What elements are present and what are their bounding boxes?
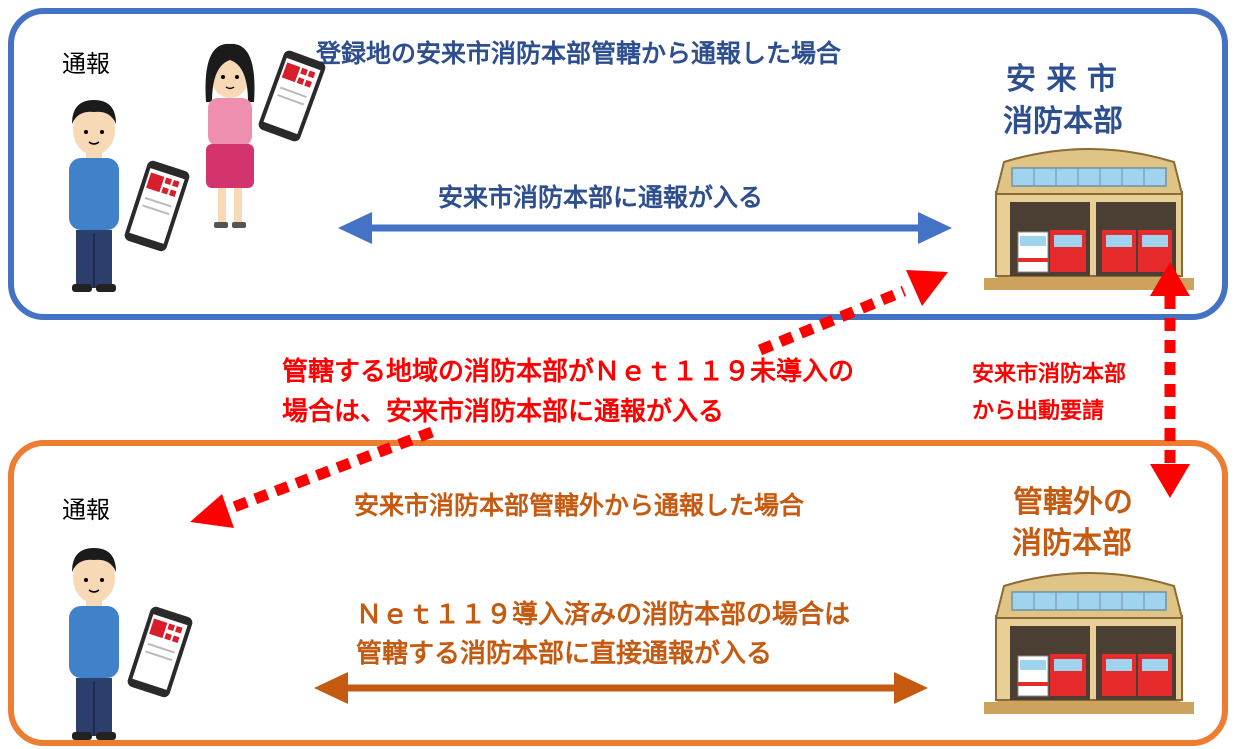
man-caller-icon [68, 547, 120, 741]
fallback-note-line1: 管轄する地域の消防本部がＮｅｔ１１９未導入の [282, 357, 855, 387]
top-panel [8, 8, 1228, 320]
fallback-dotted-arrow [190, 270, 948, 528]
top-heading: 登録地の安来市消防本部管轄から通報した場合 [316, 39, 842, 68]
bottom-arrow-label-line2: 管轄する消防本部に直接通報が入る [356, 639, 773, 669]
top-arrow-label: 安来市消防本部に通報が入る [438, 183, 764, 212]
bottom-station-title-line1: 管轄外の [1013, 485, 1133, 520]
smartphone-app-icon [255, 48, 329, 144]
bottom-panel [8, 440, 1228, 746]
top-station-title-line1: 安 来 市 [1006, 62, 1117, 97]
dispatch-request-line1: 安来市消防本部 [972, 362, 1127, 387]
top-station-title-line2: 消防本部 [1003, 104, 1123, 139]
bottom-station-title-line2: 消防本部 [1012, 526, 1132, 561]
bottom-caller-label: 通報 [62, 496, 110, 524]
woman-caller-icon [204, 43, 256, 229]
smartphone-app-icon [125, 604, 195, 700]
fire-station-icon [983, 572, 1195, 715]
fire-station-icon [983, 148, 1195, 291]
top-bidirectional-arrow [338, 212, 952, 244]
dispatch-request-line2: から出動要請 [972, 399, 1105, 424]
fallback-note-line2: 場合は、安来市消防本部に通報が入る [282, 397, 725, 427]
dispatch-dotted-arrow [1150, 262, 1190, 498]
bottom-bidirectional-arrow [314, 672, 928, 704]
man-caller-icon [68, 99, 120, 293]
top-caller-label: 通報 [62, 50, 110, 78]
bottom-arrow-label-line1: Ｎｅｔ１１９導入済みの消防本部の場合は [356, 600, 851, 630]
bottom-heading: 安来市消防本部管轄外から通報した場合 [354, 491, 805, 520]
smartphone-app-icon [122, 158, 192, 254]
